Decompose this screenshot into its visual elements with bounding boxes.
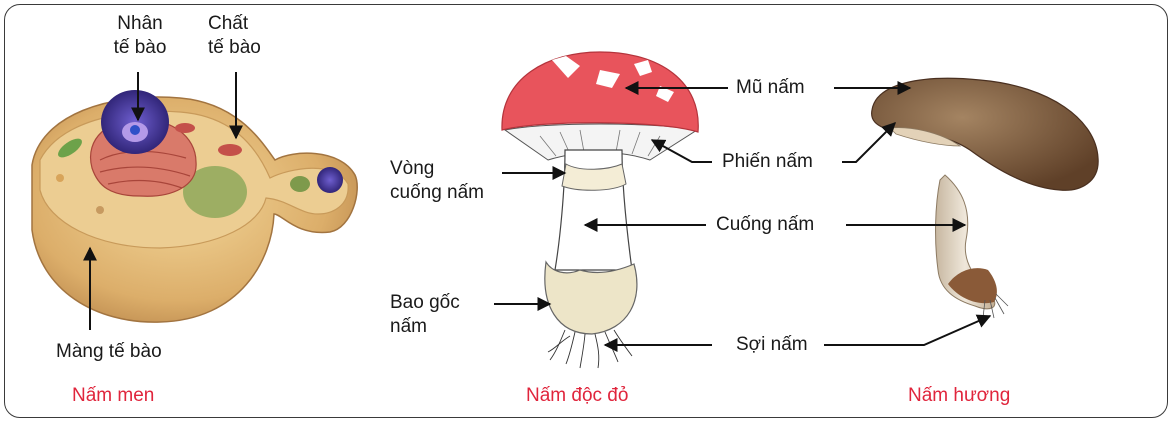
label-ring-line1: Vòng xyxy=(390,157,484,181)
label-stem: Cuống nấm xyxy=(716,213,814,237)
yeast-cell-illustration xyxy=(32,90,357,322)
caption-yeast: Nấm men xyxy=(72,384,154,408)
label-nucleus: Nhân tế bào xyxy=(110,12,170,60)
caption-toadstool: Nấm độc đỏ xyxy=(526,384,628,408)
label-cytoplasm-line1: Chất xyxy=(208,12,261,36)
label-nucleus-line1: Nhân xyxy=(110,12,170,36)
shiitake-illustration xyxy=(872,78,1099,318)
label-volva-line2: nấm xyxy=(390,315,460,339)
toadstool-hyphae xyxy=(548,330,632,368)
toadstool-volva xyxy=(545,262,637,334)
toadstool-illustration xyxy=(502,52,698,368)
label-membrane: Màng tế bào xyxy=(56,340,162,364)
yeast-bud-nucleus xyxy=(317,167,343,193)
label-ring: Vòng cuống nấm xyxy=(390,157,484,205)
label-volva-line1: Bao gốc xyxy=(390,291,460,315)
hyphae-arrow-right xyxy=(824,316,990,345)
label-cytoplasm-line2: tế bào xyxy=(208,36,261,60)
label-cytoplasm: Chất tế bào xyxy=(208,12,261,60)
label-nucleus-line2: tế bào xyxy=(110,36,170,60)
label-gills: Phiến nấm xyxy=(722,150,813,174)
label-ring-line2: cuống nấm xyxy=(390,181,484,205)
label-hyphae: Sợi nấm xyxy=(736,333,808,357)
label-volva: Bao gốc nấm xyxy=(390,291,460,339)
label-cap: Mũ nấm xyxy=(736,76,805,100)
caption-shiitake: Nấm hương xyxy=(908,384,1010,408)
